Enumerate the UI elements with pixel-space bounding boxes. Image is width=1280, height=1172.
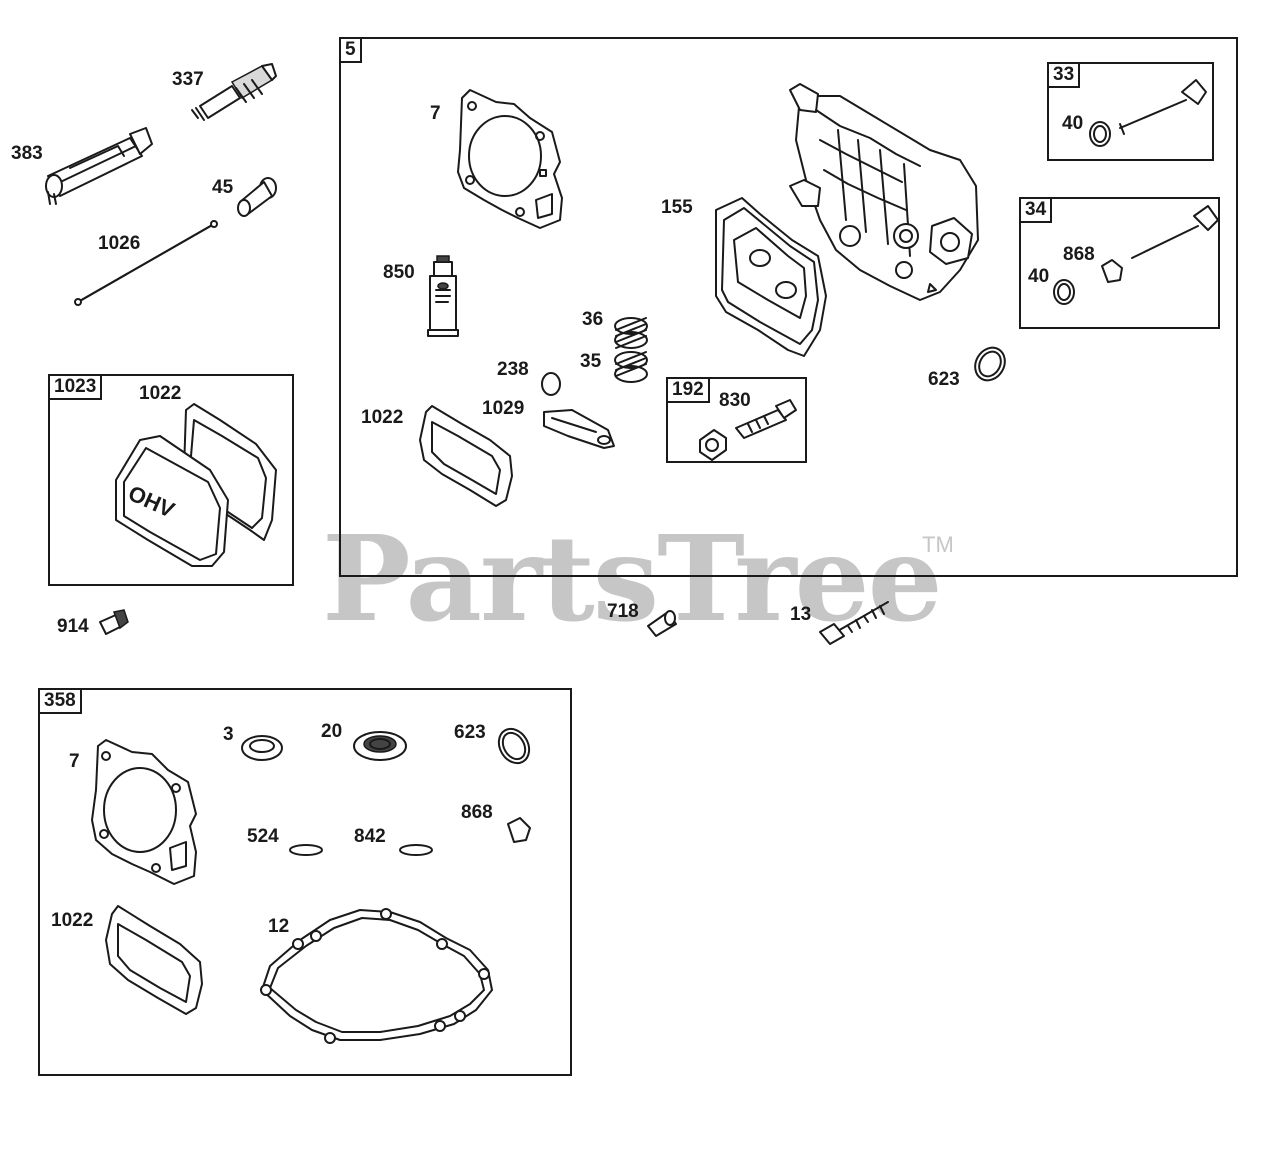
spark-plug-part[interactable] (191, 63, 277, 121)
callout-7[interactable]: 7 (430, 103, 441, 124)
assembly-box-358-tag[interactable]: 358 (38, 688, 82, 714)
callout-1022-kit[interactable]: 1022 (51, 910, 94, 931)
assembly-box-192: 192 (666, 377, 807, 463)
screw-914-part[interactable] (99, 609, 129, 635)
assembly-box-5: 5 (339, 37, 1238, 577)
assembly-box-33: 33 (1047, 62, 1214, 161)
pushrod-part[interactable] (74, 220, 218, 306)
callout-7-kit[interactable]: 7 (69, 751, 80, 772)
callout-830[interactable]: 830 (719, 390, 751, 411)
callout-623-kit[interactable]: 623 (454, 722, 486, 743)
callout-36[interactable]: 36 (582, 309, 604, 330)
spark-tester-tool-part[interactable] (45, 127, 153, 205)
callout-524-kit[interactable]: 524 (247, 826, 279, 847)
breather-nut-part[interactable] (699, 429, 727, 461)
kit-valve-seal-868-part[interactable] (507, 817, 531, 843)
callout-155[interactable]: 155 (661, 197, 693, 218)
callout-842-kit[interactable]: 842 (354, 826, 386, 847)
kit-rocker-gasket-part[interactable] (105, 905, 203, 1015)
assembly-box-34-tag[interactable]: 34 (1019, 197, 1053, 223)
head-bolt-part[interactable] (819, 601, 889, 645)
callout-3-kit[interactable]: 3 (223, 724, 234, 745)
breather-stud-part[interactable] (735, 399, 797, 439)
valve-cover-part[interactable]: OHV (115, 403, 277, 567)
callout-238[interactable]: 238 (497, 359, 529, 380)
rocker-cover-part[interactable] (715, 197, 827, 357)
callout-45[interactable]: 45 (212, 177, 234, 198)
callout-40-exhaust[interactable]: 40 (1028, 266, 1050, 287)
o-ring-part[interactable] (969, 342, 1010, 385)
rocker-gasket-part[interactable] (419, 405, 513, 507)
assembly-box-192-tag[interactable]: 192 (666, 377, 710, 403)
cylinder-head-part[interactable] (789, 83, 979, 301)
assembly-box-34: 34 (1019, 197, 1220, 329)
valve-guide-part[interactable] (237, 177, 277, 217)
callout-1022-cover[interactable]: 1022 (139, 383, 182, 404)
callout-850[interactable]: 850 (383, 262, 415, 283)
valve-seal-868-part[interactable] (1101, 259, 1123, 283)
trademark-mark: TM (922, 532, 954, 557)
valve-keeper-part[interactable] (1089, 121, 1111, 147)
dowel-pin-part[interactable] (647, 610, 677, 637)
callout-868-kit[interactable]: 868 (461, 802, 493, 823)
kit-crankcase-gasket-part[interactable] (260, 908, 493, 1044)
callout-868-exhaust[interactable]: 868 (1063, 244, 1095, 265)
assembly-box-1023: 1023 (48, 374, 294, 586)
kit-oil-seal-20-part[interactable] (353, 731, 407, 761)
valve-cap-part[interactable] (541, 372, 561, 396)
kit-seal-524-part[interactable] (289, 844, 323, 856)
callout-718[interactable]: 718 (607, 601, 639, 622)
callout-13[interactable]: 13 (790, 604, 812, 625)
assembly-box-33-tag[interactable]: 33 (1047, 62, 1081, 88)
rocker-arm-part[interactable] (543, 409, 615, 449)
head-gasket-part[interactable] (457, 89, 563, 229)
kit-head-gasket-part[interactable] (91, 739, 197, 885)
kit-seal-842-part[interactable] (399, 844, 433, 856)
callout-20-kit[interactable]: 20 (321, 721, 343, 742)
intake-valve-part[interactable] (1119, 79, 1207, 135)
kit-o-ring-623-part[interactable] (493, 723, 535, 768)
valve-keeper-b-part[interactable] (1053, 279, 1075, 305)
callout-1029[interactable]: 1029 (482, 398, 525, 419)
callout-1022-head[interactable]: 1022 (361, 407, 404, 428)
valve-spring-35-part[interactable] (614, 351, 648, 383)
watermark-text: PartsTree (322, 509, 943, 648)
callout-12-kit[interactable]: 12 (268, 916, 290, 937)
callout-35[interactable]: 35 (580, 351, 602, 372)
assembly-box-358: 358 (38, 688, 572, 1076)
callout-40-intake[interactable]: 40 (1062, 113, 1084, 134)
kit-seal-3-part[interactable] (241, 735, 283, 761)
assembly-box-1023-tag[interactable]: 1023 (48, 374, 103, 400)
callout-337[interactable]: 337 (172, 69, 204, 90)
callout-1026[interactable]: 1026 (98, 233, 141, 254)
callout-914[interactable]: 914 (57, 616, 89, 637)
callout-623-head[interactable]: 623 (928, 369, 960, 390)
assembly-box-5-tag[interactable]: 5 (339, 37, 362, 63)
sealant-tube-part[interactable] (427, 255, 459, 337)
callout-383[interactable]: 383 (11, 143, 43, 164)
valve-spring-36-part[interactable] (614, 317, 648, 349)
